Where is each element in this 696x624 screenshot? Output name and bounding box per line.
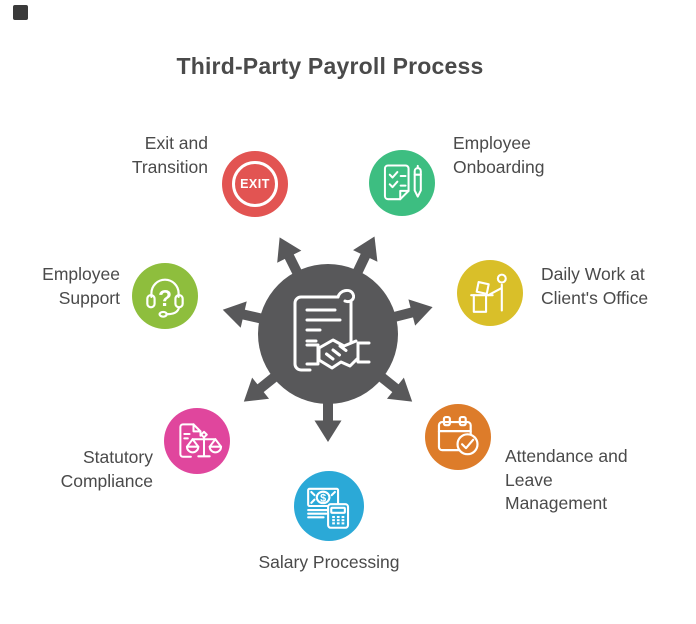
- dollar-glyph: $: [320, 492, 326, 504]
- exit-sign-text: EXIT: [240, 177, 270, 191]
- hub-circle: [258, 264, 398, 404]
- node-statutory-compliance: [164, 408, 230, 474]
- node-salary-processing: $: [294, 471, 364, 541]
- label-exit-and-transition: Exit and Transition: [131, 133, 208, 177]
- node-employee-support: ?: [132, 263, 198, 329]
- label-salary-processing: Salary Processing: [258, 552, 400, 572]
- calendar-check-icon: [437, 415, 479, 456]
- checklist-pen-icon: [383, 164, 422, 201]
- label-employee-onboarding: Employee Onboarding: [453, 133, 545, 177]
- label-daily-work: Daily Work at Client's Office: [541, 264, 649, 308]
- calculator-keys: [332, 515, 345, 525]
- document-scales-icon: [179, 423, 223, 458]
- node-employee-onboarding: [369, 150, 435, 216]
- headset-question-icon: ?: [146, 278, 184, 318]
- person-at-desk-icon: [470, 273, 507, 313]
- contract-handshake-icon: [293, 288, 371, 372]
- label-statutory-compliance: Statutory Compliance: [60, 447, 153, 491]
- label-attendance-leave: Attendance and Leave Management: [505, 446, 628, 513]
- node-attendance-leave: [425, 404, 491, 470]
- page-title: Third-Party Payroll Process: [176, 53, 484, 79]
- hub-graphic: [222, 236, 433, 442]
- logo-mark: [13, 5, 28, 20]
- exit-sign-icon: EXIT: [232, 161, 278, 207]
- label-employee-support: Employee Support: [42, 264, 120, 308]
- money-calculator-icon: $: [307, 487, 350, 529]
- node-exit-and-transition: EXIT: [222, 151, 288, 217]
- question-mark-glyph: ?: [158, 285, 172, 311]
- node-daily-work: [457, 260, 523, 326]
